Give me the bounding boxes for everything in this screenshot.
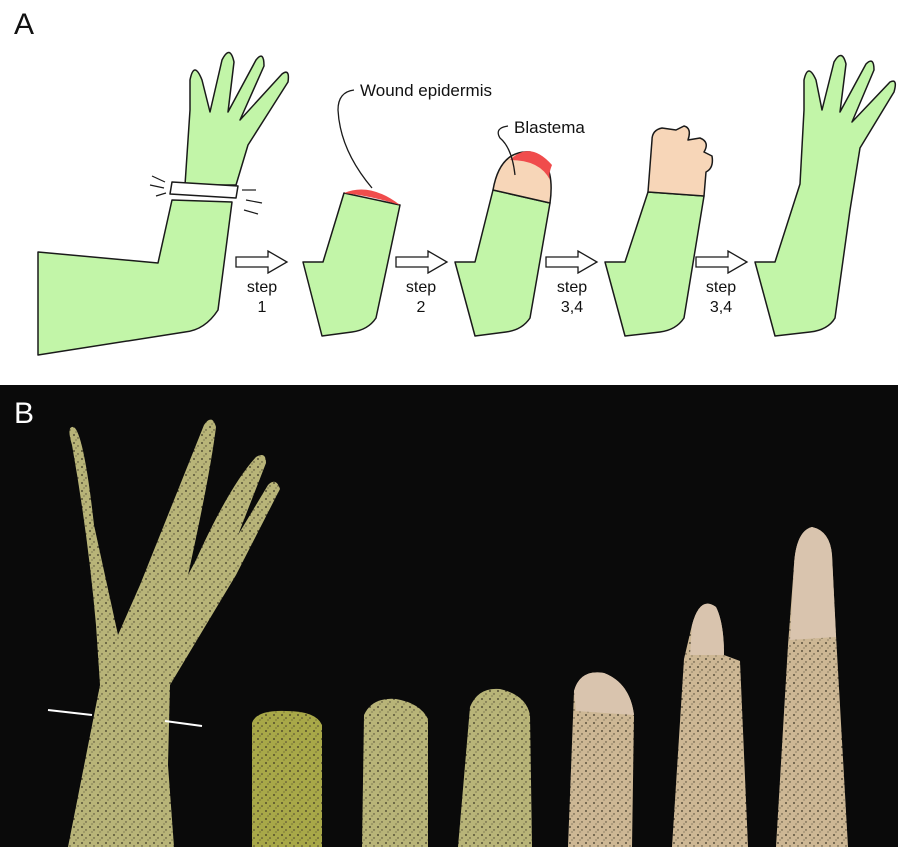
- step-2-num: 2: [417, 299, 426, 316]
- photo-stage-4: [568, 672, 634, 847]
- wound-epidermis-label: Wound epidermis: [360, 81, 492, 100]
- regenerated-limb: [755, 55, 895, 336]
- stage-regenerated-limb: [755, 55, 895, 336]
- step-2-word: step: [406, 279, 436, 296]
- blastema-label: Blastema: [514, 118, 585, 137]
- step-arrow-1: step 1: [236, 251, 287, 316]
- photo-intact-limb: [48, 419, 280, 847]
- step-4-num: 3,4: [710, 299, 732, 316]
- step-1-word: step: [247, 279, 277, 296]
- photo-stage-1: [252, 711, 322, 847]
- step-4-word: step: [706, 279, 736, 296]
- panel-b-photo-series: [0, 385, 898, 847]
- digit-bud: [648, 126, 712, 196]
- photo-stage-6: [776, 527, 848, 847]
- stump-2: [303, 193, 400, 336]
- arm-hand: [185, 52, 288, 185]
- stump-3: [455, 190, 550, 336]
- step-3-word: step: [557, 279, 587, 296]
- amputation-line-right: [165, 721, 202, 726]
- step-arrow-4: step 3,4: [696, 251, 747, 316]
- panel-a-diagram: step 1 step 2 step 3,4 step 3,4 Wound ep…: [0, 0, 898, 385]
- stump-4: [605, 192, 704, 336]
- panel-a: A step 1 step 2: [0, 0, 898, 385]
- step-1-num: 1: [258, 299, 267, 316]
- panel-b-letter: B: [14, 399, 34, 429]
- photo-stage-3: [458, 689, 532, 847]
- panel-a-letter: A: [14, 10, 34, 40]
- arm-upper: [38, 200, 232, 355]
- step-arrow-3: step 3,4: [546, 251, 597, 316]
- stage-digit-formation: [605, 126, 712, 336]
- photo-stage-5: [672, 604, 748, 847]
- stage-wound-epidermis: [303, 189, 400, 336]
- panel-b: B: [0, 385, 898, 847]
- step-3-num: 3,4: [561, 299, 583, 316]
- amputation-line-left: [48, 710, 92, 715]
- wound-callout: Wound epidermis: [338, 81, 492, 188]
- step-arrow-2: step 2: [396, 251, 447, 316]
- stage-blastema: [455, 151, 552, 336]
- photo-stage-2: [362, 699, 428, 847]
- stage-intact-arm: [38, 52, 288, 355]
